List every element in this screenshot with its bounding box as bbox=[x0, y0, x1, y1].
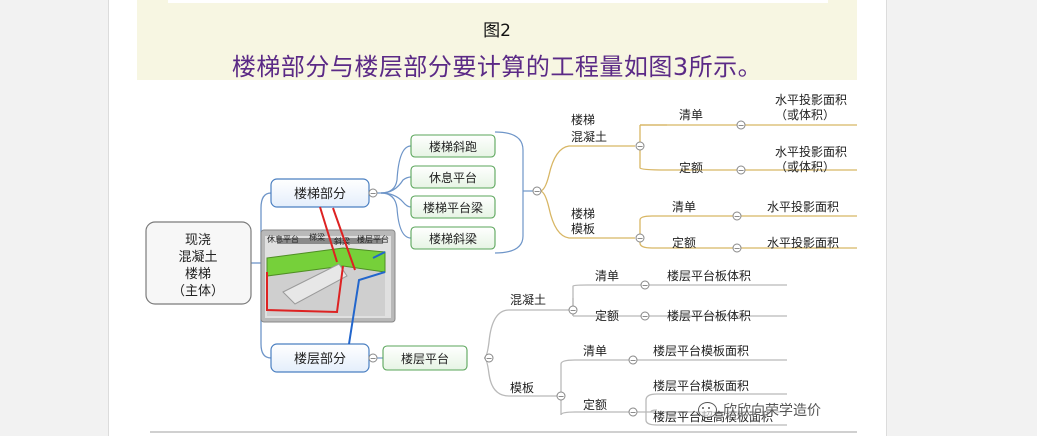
collapse-stair-part[interactable] bbox=[368, 188, 378, 198]
collapse-glyph: − bbox=[534, 187, 541, 196]
stair-concrete-qd-value-2: （或体积） bbox=[775, 108, 835, 122]
collapse-glyph: − bbox=[630, 408, 637, 417]
collapse-glyph: − bbox=[734, 212, 741, 221]
section-headline: 楼梯部分与楼层部分要计算的工程量如图3所示。 bbox=[231, 53, 763, 81]
stair-formwork-label-1: 楼梯 bbox=[571, 206, 595, 221]
floor-concrete-de-value: 楼层平台板体积 bbox=[667, 308, 751, 323]
watermark: 欣欣向荣学造价 bbox=[698, 398, 856, 422]
blue-callout-lines bbox=[348, 251, 386, 345]
collapse-glyph: − bbox=[570, 306, 577, 315]
previous-image-bottom-edge bbox=[168, 0, 828, 3]
floor-part-label: 楼层部分 bbox=[294, 352, 346, 367]
stair-concrete-de-value-2: （或体积） bbox=[775, 160, 835, 174]
collapse-glyph: − bbox=[642, 312, 649, 321]
root-connectors bbox=[251, 192, 272, 359]
collapse-glyph: − bbox=[630, 356, 637, 365]
root-line-4: （主体） bbox=[172, 284, 224, 299]
stair-concrete-de-value: 水平投影面积 bbox=[775, 144, 847, 159]
stair-flight bbox=[282, 263, 348, 305]
qingdan-label: 清单 bbox=[679, 108, 703, 122]
collapse-glyph: − bbox=[370, 189, 377, 198]
stair-concrete-label-1: 楼梯 bbox=[571, 112, 595, 127]
wechat-icon bbox=[698, 402, 717, 418]
collapse-glyph: − bbox=[637, 142, 644, 151]
figure-bottom-border bbox=[150, 431, 857, 433]
qingdan-label: 清单 bbox=[672, 200, 696, 214]
floor-platform-node bbox=[382, 345, 468, 371]
collapse-glyph: − bbox=[486, 354, 493, 363]
window-left-margin bbox=[0, 0, 108, 436]
stair-item-label: 楼梯斜梁 bbox=[429, 231, 477, 246]
collapse-glyph: − bbox=[370, 354, 377, 363]
collapse-glyph: − bbox=[738, 121, 745, 130]
photo-label-slant-beam: 斜梁 bbox=[334, 236, 350, 246]
collapse-node[interactable] bbox=[732, 243, 742, 253]
root-node bbox=[145, 221, 252, 305]
floor-formwork-qd-value: 楼层平台模板面积 bbox=[653, 343, 749, 358]
page-edge-left bbox=[108, 0, 109, 436]
mindmap-figure: 现浇 混凝土 楼梯 （主体） 楼梯部分 − 楼层部分 − 楼梯斜跑 休息平台 楼… bbox=[137, 80, 857, 431]
floor-formwork-label: 模板 bbox=[510, 381, 534, 395]
qingdan-label: 清单 bbox=[583, 344, 607, 358]
text-section-background bbox=[137, 0, 857, 80]
collapse-floor-concrete[interactable] bbox=[568, 305, 578, 315]
stair-formwork-de-value: 水平投影面积 bbox=[767, 235, 839, 250]
collapse-node[interactable] bbox=[628, 355, 638, 365]
collapse-node[interactable] bbox=[736, 120, 746, 130]
root-line-1: 现浇 bbox=[185, 233, 211, 248]
stair-item-label: 楼梯斜跑 bbox=[429, 139, 477, 154]
collapse-node[interactable] bbox=[736, 165, 746, 175]
dinge-label: 定额 bbox=[595, 308, 619, 323]
stair-item-label: 休息平台 bbox=[429, 170, 477, 185]
stair-formwork-label-2: 模板 bbox=[571, 222, 595, 236]
collapse-floor-formwork[interactable] bbox=[556, 391, 566, 401]
qingdan-label: 清单 bbox=[595, 269, 619, 283]
collapse-node[interactable] bbox=[628, 407, 638, 417]
collapse-node[interactable] bbox=[640, 311, 650, 321]
floor-concrete-label: 混凝土 bbox=[510, 292, 546, 307]
mindmap-background bbox=[137, 80, 857, 431]
collapse-node[interactable] bbox=[732, 211, 742, 221]
collapse-glyph: − bbox=[734, 244, 741, 253]
root-line-3: 楼梯 bbox=[185, 267, 211, 282]
floor-platform-label: 楼层平台 bbox=[401, 351, 449, 366]
dinge-label: 定额 bbox=[583, 397, 607, 412]
page-edge-right bbox=[886, 0, 887, 436]
collapse-glyph: − bbox=[642, 281, 649, 290]
red-callout-lines bbox=[266, 206, 356, 314]
photo-label-rest-platform: 休息平台 bbox=[267, 234, 299, 244]
stair-item-node bbox=[410, 165, 496, 189]
stair-gold-branches bbox=[539, 124, 857, 249]
floor-formwork-de-value-1: 楼层平台模板面积 bbox=[653, 378, 749, 393]
collapse-stair-concrete[interactable] bbox=[635, 141, 645, 151]
collapse-node[interactable] bbox=[640, 280, 650, 290]
stair-item-label: 楼梯平台梁 bbox=[423, 200, 483, 215]
collapse-glyph: − bbox=[738, 166, 745, 175]
dinge-label: 定额 bbox=[672, 235, 696, 250]
collapse-glyph: − bbox=[637, 234, 644, 243]
collapse-floor-part[interactable] bbox=[368, 353, 378, 363]
stair-formwork-qd-value: 水平投影面积 bbox=[767, 199, 839, 214]
stair-item-node bbox=[410, 226, 496, 250]
floor-concrete-qd-value: 楼层平台板体积 bbox=[667, 268, 751, 283]
watermark-text: 欣欣向荣学造价 bbox=[723, 403, 821, 419]
stair-concrete-label-2: 混凝土 bbox=[571, 129, 607, 144]
collapse-floor-platform[interactable] bbox=[484, 353, 494, 363]
collapse-stair-formwork[interactable] bbox=[635, 233, 645, 243]
collapse-stair-items[interactable] bbox=[532, 186, 542, 196]
photo-label-floor-platform: 楼层平台 bbox=[357, 234, 389, 244]
window-right-margin bbox=[888, 0, 1037, 436]
figure-caption: 图2 bbox=[483, 21, 511, 41]
stair-item-node bbox=[410, 134, 496, 158]
stair-part-label: 楼梯部分 bbox=[294, 187, 346, 202]
photo-label-beam: 梯梁 bbox=[309, 232, 325, 242]
dinge-label: 定额 bbox=[679, 160, 703, 175]
stair-item-node bbox=[410, 195, 496, 219]
root-line-2: 混凝土 bbox=[178, 249, 217, 265]
collapse-glyph: − bbox=[558, 392, 565, 401]
stair-concrete-qd-value: 水平投影面积 bbox=[775, 92, 847, 107]
